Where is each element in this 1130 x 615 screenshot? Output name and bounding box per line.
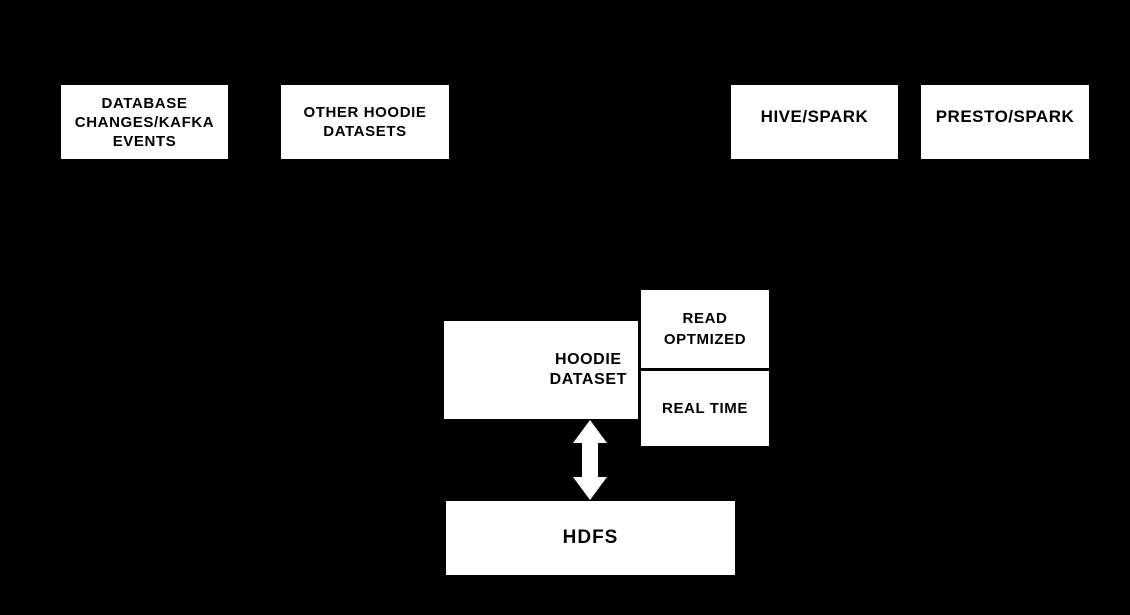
other-hoodie-datasets-box: OTHER HOODIE DATASETS: [281, 85, 449, 159]
database-changes-kafka-events-label: DATABASE CHANGES/KAFKA EVENTS: [74, 94, 215, 150]
real-time-label: REAL TIME: [662, 400, 748, 417]
read-optmized-box: READ OPTMIZED: [641, 290, 769, 368]
read-optmized-label: READ OPTMIZED: [663, 310, 747, 348]
presto-spark-label: PRESTO/SPARK: [935, 107, 1075, 126]
hoodie-dataset-box: HOODIE DATASET: [444, 321, 638, 419]
other-hoodie-datasets-label: OTHER HOODIE DATASETS: [303, 104, 427, 140]
database-changes-kafka-events-box: DATABASE CHANGES/KAFKA EVENTS: [61, 85, 228, 159]
hoodie-dataset-label: HOODIE DATASET: [549, 351, 627, 388]
hdfs-label: HDFS: [562, 527, 619, 548]
hdfs-box: HDFS: [446, 501, 735, 575]
bidirectional-arrow-icon: [573, 420, 607, 500]
hive-spark-box: HIVE/SPARK: [731, 85, 898, 159]
presto-spark-box: PRESTO/SPARK: [921, 85, 1089, 159]
hive-spark-label: HIVE/SPARK: [760, 107, 869, 126]
real-time-box: REAL TIME: [641, 371, 769, 446]
